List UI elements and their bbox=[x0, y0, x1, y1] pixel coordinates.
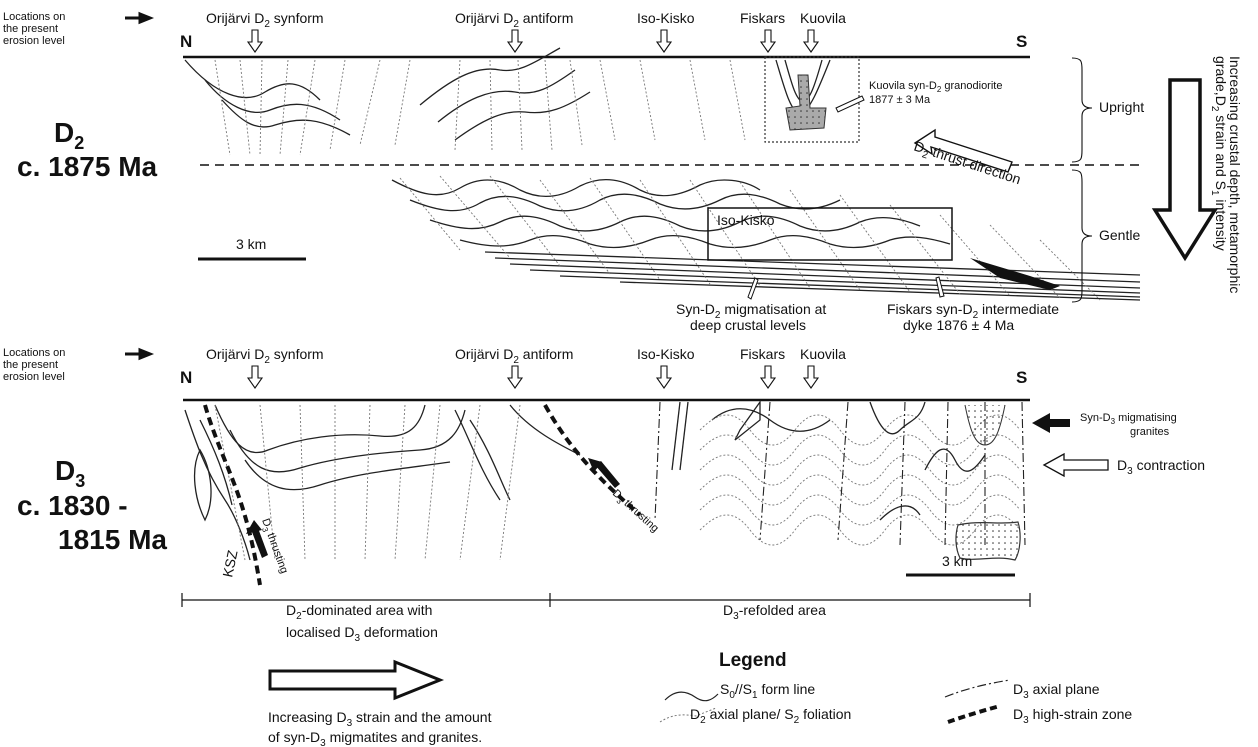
bottom-loc-fiskars: Fiskars bbox=[740, 346, 785, 362]
down-arrow-icon bbox=[761, 30, 775, 52]
contraction-label: D3 contraction bbox=[1117, 457, 1205, 477]
bottom-stage-label: D3 bbox=[55, 455, 85, 491]
kuovila-granodiorite bbox=[765, 57, 864, 142]
bottom-loc-kuovila: Kuovila bbox=[800, 346, 846, 362]
top-loc-kuovila: Kuovila bbox=[800, 10, 846, 26]
down-arrow-icon bbox=[657, 366, 671, 388]
down-arrow-icon bbox=[761, 366, 775, 388]
down-arrow-icon bbox=[804, 366, 818, 388]
bottom-locations-arrow-icon bbox=[125, 350, 150, 358]
top-loc-synform: Orijärvi D2 synform bbox=[206, 10, 324, 30]
strain-note: Increasing D3 strain and the amount of s… bbox=[268, 662, 495, 747]
granites-arrow-icon bbox=[1032, 413, 1070, 433]
bottom-south-label: S bbox=[1016, 368, 1027, 387]
bottom-location-arrows bbox=[248, 366, 818, 388]
bottom-loc-iso-kisko: Iso-Kisko bbox=[637, 346, 695, 362]
top-locations-label: Locations on the present erosion level bbox=[3, 11, 68, 47]
bottom-loc-synform: Orijärvi D2 synform bbox=[206, 346, 324, 366]
upright-brace bbox=[1072, 58, 1092, 162]
bottom-loc-antiform: Orijärvi D2 antiform bbox=[455, 346, 573, 366]
ksz-label: KSZ bbox=[219, 548, 240, 578]
top-panel: Locations on the present erosion level O… bbox=[3, 10, 1243, 333]
bottom-age-line1: c. 1830 - bbox=[17, 490, 128, 521]
form-line-swatch bbox=[665, 692, 718, 701]
bottom-right-refolds bbox=[655, 402, 1025, 560]
depth-increase-arrow-icon bbox=[1155, 80, 1215, 258]
strain-note-label: Increasing D3 strain and the amount of s… bbox=[268, 709, 495, 747]
legend-title: Legend bbox=[719, 650, 787, 671]
bottom-north-label: N bbox=[180, 368, 192, 387]
top-upright-folds bbox=[185, 48, 745, 155]
d2-dominated-area-label: D2-dominated area with localised D3 defo… bbox=[286, 602, 438, 644]
top-loc-iso-kisko: Iso-Kisko bbox=[637, 10, 695, 26]
gentle-brace bbox=[1072, 170, 1092, 302]
iso-kisko-box-label: Iso-Kisko bbox=[717, 212, 775, 228]
d3-refolded-area-label: D3-refolded area bbox=[723, 602, 826, 622]
legend-item-d3-axial-plane: D3 axial plane bbox=[1013, 681, 1100, 701]
depth-label: Increasing crustal depth, metamorphic gr… bbox=[1209, 56, 1243, 297]
bottom-panel: Locations on the present erosion level O… bbox=[3, 346, 1205, 644]
top-south-label: S bbox=[1016, 32, 1027, 51]
legend-item-d2-axial-plane: D2 axial plane/ S2 foliation bbox=[690, 706, 851, 726]
top-age-label: c. 1875 Ma bbox=[17, 151, 158, 182]
granodiorite-label: Kuovila syn-D2 granodiorite 1877 ± 3 Ma bbox=[869, 80, 1006, 106]
bottom-left-folds bbox=[185, 405, 580, 560]
strain-increase-arrow-icon bbox=[270, 662, 440, 698]
down-arrow-icon bbox=[248, 30, 262, 52]
down-arrow-icon bbox=[804, 30, 818, 52]
bottom-scale-label: 3 km bbox=[942, 553, 972, 569]
bottom-age-line2: 1815 Ma bbox=[58, 524, 167, 555]
d3-axial-plane-swatch bbox=[945, 680, 1010, 697]
top-locations-arrow-icon bbox=[125, 14, 150, 22]
top-location-arrows bbox=[248, 30, 818, 52]
granites-label: Syn-D3 migmatising granites bbox=[1080, 412, 1180, 438]
legend: Legend S0//S1 form line D2 axial plane/ … bbox=[660, 650, 1132, 726]
migmatisation-label: Syn-D2 migmatisation at deep crustal lev… bbox=[676, 301, 830, 333]
down-arrow-icon bbox=[248, 366, 262, 388]
bottom-locations-label: Locations on the present erosion level bbox=[3, 347, 68, 383]
top-stage-label: D2 bbox=[54, 117, 84, 153]
top-north-label: N bbox=[180, 32, 192, 51]
d3-high-strain-swatch bbox=[948, 706, 1000, 722]
contraction-arrow-icon bbox=[1044, 454, 1108, 476]
top-loc-fiskars: Fiskars bbox=[740, 10, 785, 26]
top-scale-label: 3 km bbox=[236, 236, 266, 252]
legend-item-form-line: S0//S1 form line bbox=[720, 681, 815, 701]
dyke-label: Fiskars syn-D2 intermediate dyke 1876 ± … bbox=[887, 301, 1063, 333]
down-arrow-icon bbox=[508, 366, 522, 388]
gentle-label: Gentle bbox=[1099, 227, 1140, 243]
top-loc-antiform: Orijärvi D2 antiform bbox=[455, 10, 573, 30]
migmatisation-pointer-icon bbox=[748, 278, 758, 299]
middle-thrusting-label: D3 thrusting bbox=[609, 487, 661, 536]
legend-item-d3-high-strain: D3 high-strain zone bbox=[1013, 706, 1132, 726]
upright-label: Upright bbox=[1099, 99, 1144, 115]
down-arrow-icon bbox=[657, 30, 671, 52]
top-gentle-folds bbox=[392, 176, 1140, 300]
down-arrow-icon bbox=[508, 30, 522, 52]
